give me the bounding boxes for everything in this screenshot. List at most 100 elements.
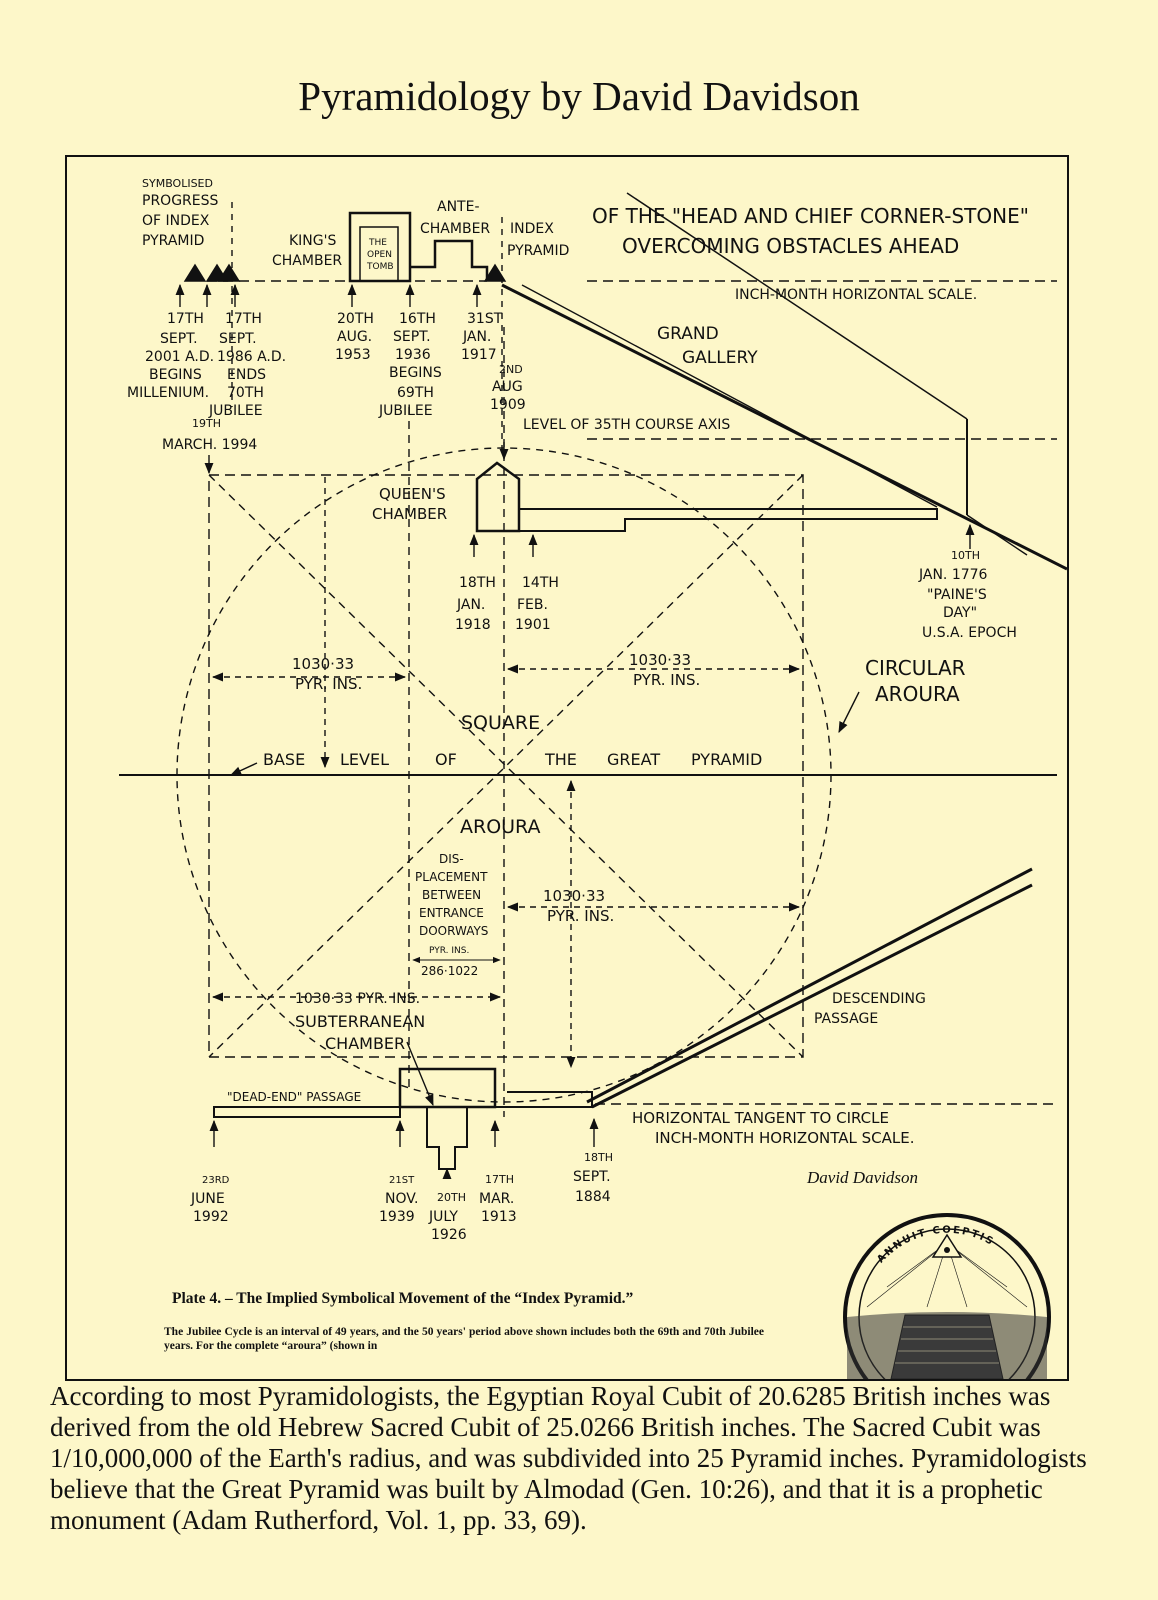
page-title: Pyramidology by David Davidson [298,73,860,119]
date-1926-2: 1926 [431,1227,467,1243]
ante-chamber-label-0: ANTE- [437,199,480,215]
top-scale-label: INCH-MONTH HORIZONTAL SCALE. [735,287,977,303]
date-1918-1: JAN. [456,597,485,613]
date-1992-2: 1992 [193,1209,229,1225]
displacement-3: ENTRANCE [419,906,484,920]
measure-left-top-0: 1030·33 [292,655,354,673]
measure-bottom: 1030·33 PYR. INS. [295,991,420,1007]
date-1936-3: BEGINS [389,365,442,381]
open-tomb-label-0: THE [368,238,387,248]
grand-gallery-label-0: GRAND [657,324,719,344]
headline-line-2: OVERCOMING OBSTACLES AHEAD [622,234,959,258]
displacement-2: BETWEEN [422,888,481,902]
date-1913-0: 17TH [485,1173,514,1186]
plate-figure: PROGRESS OF INDEX PYRAMID SYMBOLISED KIN… [65,155,1069,1381]
descending-passage-bottom [591,883,1033,1109]
plate-caption: Plate 4. – The Implied Symbolical Moveme… [172,1290,634,1307]
base-word-3: THE [544,750,577,769]
bottom-tangent-0: HORIZONTAL TANGENT TO CIRCLE [632,1109,889,1127]
date-1926-1: JULY [428,1209,458,1225]
date-1776-1: JAN. 1776 [918,567,988,583]
displacement-1: PLACEMENT [415,870,488,884]
date-1909-2: 1909 [490,397,526,413]
dead-end-label: "DEAD-END" PASSAGE [227,1090,361,1104]
base-word-2: OF [435,750,457,769]
plate-note: The Jubilee Cycle is an interval of 49 y… [164,1326,764,1352]
date-1776-3: DAY" [943,605,977,621]
date-1918-0: 18TH [459,575,496,591]
course-axis-label: LEVEL OF 35TH COURSE AXIS [523,417,730,433]
ante-chamber [410,239,489,281]
date-1884-0: 18TH [584,1151,613,1164]
date-2001-1: SEPT. [160,331,198,347]
footer-paragraph: According to most Pyramidologists, the E… [50,1381,1130,1536]
measure-right-top-1: PYR. INS. [633,671,700,689]
circular-aroura-label-1: AROURA [875,682,960,706]
date-1936-0: 16TH [399,311,436,327]
grand-gallery-label-1: GALLERY [682,348,758,368]
date-1986-2: 1986 A.D. [217,349,286,365]
date-1986-5: JUBILEE [208,403,263,419]
subterranean-label-0: SUBTERRANEAN [295,1012,425,1031]
date-1992-0: 23RD [202,1175,230,1186]
date-2001-4: MILLENIUM. [127,385,209,401]
base-word-5: PYRAMID [691,750,762,769]
date-1986-0: 17TH [225,311,262,327]
date-1939-0: 21ST [389,1175,415,1186]
dead-end-passage [213,1106,401,1118]
circular-aroura-label-0: CIRCULAR [865,656,966,680]
date-1901-1: FEB. [517,597,548,613]
date-1913-2: 1913 [481,1209,517,1225]
header-label-2: OF INDEX [142,213,210,229]
date-1776-4: U.S.A. EPOCH [922,625,1017,641]
date-1913-1: MAR. [479,1191,514,1207]
subterranean-chamber [398,1067,497,1109]
date-1926-0: 20TH [437,1191,466,1204]
annuit-coeptis-seal: ANNUIT COEPTIS [843,1213,1051,1379]
gallery-roof [626,192,968,420]
date-1939-1: NOV. [385,1191,418,1207]
square-label: SQUARE [461,712,540,734]
date-1918-2: 1918 [455,617,491,633]
date-1953-2: 1953 [335,347,371,363]
signature: David Davidson [806,1168,918,1187]
open-tomb-label-1: OPEN [367,250,392,260]
open-tomb [359,226,399,282]
ante-chamber-label-1: CHAMBER [420,221,490,237]
square-outline [208,474,804,1058]
index-pyramid-label-1: PYRAMID [507,243,569,259]
date-1953-0: 20TH [337,311,374,327]
index-pyramid-mark-1 [183,263,207,282]
date-1917-0: 31ST [467,311,503,327]
date-1994-1: MARCH. 1994 [162,437,257,453]
date-1901-0: 14TH [522,575,559,591]
measure-right-top-0: 1030·33 [629,651,691,669]
descending-label-0: DESCENDING [832,991,926,1007]
date-1776-0: 10TH [951,549,980,562]
date-1994-0: 19TH [192,417,221,430]
measure-left-top-1: PYR. INS. [295,675,362,693]
footer-text: According to most Pyramidologists, the E… [50,1381,1087,1535]
displacement-0: DIS- [439,852,464,866]
open-tomb-label-2: TOMB [366,262,394,272]
date-1917-1: JAN. [462,329,491,345]
bottom-tangent-1: INCH-MONTH HORIZONTAL SCALE. [655,1129,914,1147]
queens-chamber-label-0: QUEEN'S [379,485,446,503]
pyramid-diagram: PROGRESS OF INDEX PYRAMID SYMBOLISED KIN… [119,177,1067,1379]
date-1939-2: 1939 [379,1209,415,1225]
displacement-6: 286·1022 [421,964,478,978]
date-1953-1: AUG. [337,329,372,345]
headline-line-1: OF THE "HEAD AND CHIEF CORNER-STONE" [592,204,1029,228]
index-pyramid-label-0: INDEX [510,221,554,237]
date-1901-2: 1901 [515,617,551,633]
kings-chamber-label-0: KING'S [289,233,336,249]
date-1986-4: 70TH [227,385,264,401]
header-label-0: SYMBOLISED [142,177,213,190]
date-1986-3: ENDS [227,367,266,383]
date-2001-3: BEGINS [149,367,202,383]
date-1936-5: JUBILEE [378,403,433,419]
descending-label-1: PASSAGE [814,1011,878,1027]
queens-chamber-label-1: CHAMBER [372,505,447,523]
date-1992-1: JUNE [190,1191,225,1207]
measure-mid-1: PYR. INS. [547,907,614,925]
